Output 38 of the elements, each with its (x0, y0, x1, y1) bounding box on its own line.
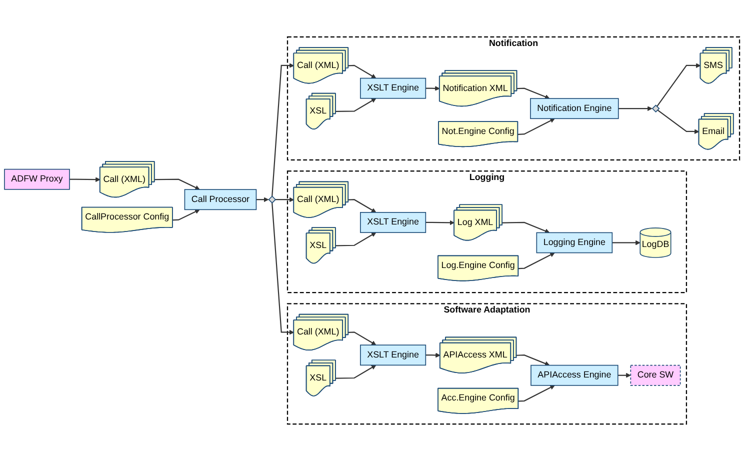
node-diamond (268, 196, 276, 204)
arrow (272, 202, 294, 335)
arrow (348, 64, 376, 78)
node-box: XSLT Engine (360, 78, 426, 99)
arrow (70, 177, 100, 182)
arrow (517, 88, 550, 100)
arrow (348, 332, 376, 346)
node-box: Notification Engine (530, 98, 619, 120)
arrow (256, 197, 269, 202)
node-box: Logging Engine (536, 232, 613, 254)
arrow (426, 220, 455, 226)
arrow (516, 354, 550, 366)
arrow (275, 197, 294, 202)
arrow (272, 63, 294, 196)
node-box: XSLT Engine (360, 212, 426, 233)
node-box: Call Processor (184, 189, 257, 210)
node-box: APIAccess Engine (530, 364, 618, 386)
arrow (336, 364, 376, 379)
arrow (657, 110, 700, 134)
arrow (518, 252, 555, 270)
arrow (502, 222, 550, 234)
arrow (336, 98, 376, 112)
node-box: XSLT Engine (360, 344, 426, 366)
node-box: ADFW Proxy (4, 168, 70, 190)
node-box: Core SW (630, 364, 681, 386)
arrow (618, 106, 652, 111)
arrow (656, 63, 701, 107)
arrow (612, 240, 640, 246)
arrow (154, 178, 200, 190)
arrow (618, 372, 631, 378)
arrow (518, 118, 555, 135)
arrow (336, 232, 376, 246)
arrow (518, 385, 555, 402)
arrow (426, 352, 440, 358)
arrow (348, 199, 376, 213)
arrow (172, 209, 200, 221)
arrow (426, 86, 440, 91)
node-diamond (652, 104, 660, 112)
